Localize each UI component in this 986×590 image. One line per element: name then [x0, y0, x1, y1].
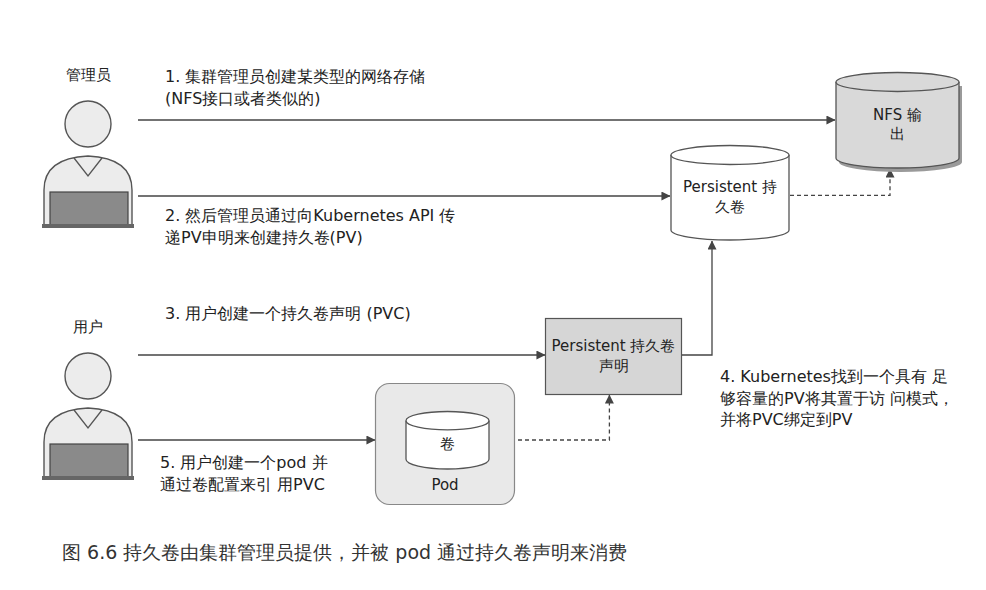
node-label: 用户 [38, 318, 138, 338]
cylinder-top [671, 146, 789, 165]
person-node: 管理员 [38, 66, 138, 228]
step-label: 2. 然后管理员通过向Kubernetes API 传递PV申明来创建持久卷(P… [165, 205, 465, 248]
step-label: 3. 用户创建一个持久卷声明 (PVC) [165, 303, 495, 325]
cylinder-top [836, 73, 959, 92]
step-label: 1. 集群管理员创建某类型的网络存储 (NFS接口或者类似的) [165, 66, 465, 109]
node-label: NFS 输出 [872, 72, 924, 145]
pod-outline [376, 384, 515, 505]
person-figure [42, 353, 134, 480]
step-label: 4. Kubernetes找到一个具有 足够容量的PV将其置于访 问模式，并将P… [720, 366, 960, 431]
node-label: 管理员 [38, 66, 138, 86]
person-node: 用户 [38, 318, 138, 483]
arrow-connector [138, 195, 670, 196]
step-label: 5. 用户创建一个pod 并通过卷配置来引 用PVC [160, 452, 330, 495]
arrow-connector [138, 354, 545, 355]
node-label: 卷 [411, 411, 484, 455]
person-figure [42, 101, 134, 228]
cylinder-top [406, 412, 489, 430]
shape-outline [38, 318, 138, 483]
box-outline [546, 319, 682, 395]
storage-cylinder: Persistent 持久卷 [670, 145, 790, 240]
node-label: Persistent 持久卷声明 [551, 318, 676, 376]
shape-outline [38, 66, 138, 228]
arrow-connector [138, 439, 375, 440]
storage-cylinder: 卷 [405, 411, 490, 469]
node-label: Persistent 持久卷 [676, 145, 784, 217]
arrow-connector [138, 119, 835, 120]
storage-cylinder: NFS 输出 [835, 72, 960, 168]
claim-box: Persistent 持久卷声明 [545, 318, 682, 395]
arrow-connector [682, 241, 712, 355]
dashed-connector [790, 169, 890, 195]
figure-caption: 图 6.6 持久卷由集群管理员提供，并被 pod 通过持久卷声明来消费 [62, 540, 627, 566]
node-label: Pod [375, 476, 515, 496]
pod-box: Pod 卷 [375, 383, 515, 505]
